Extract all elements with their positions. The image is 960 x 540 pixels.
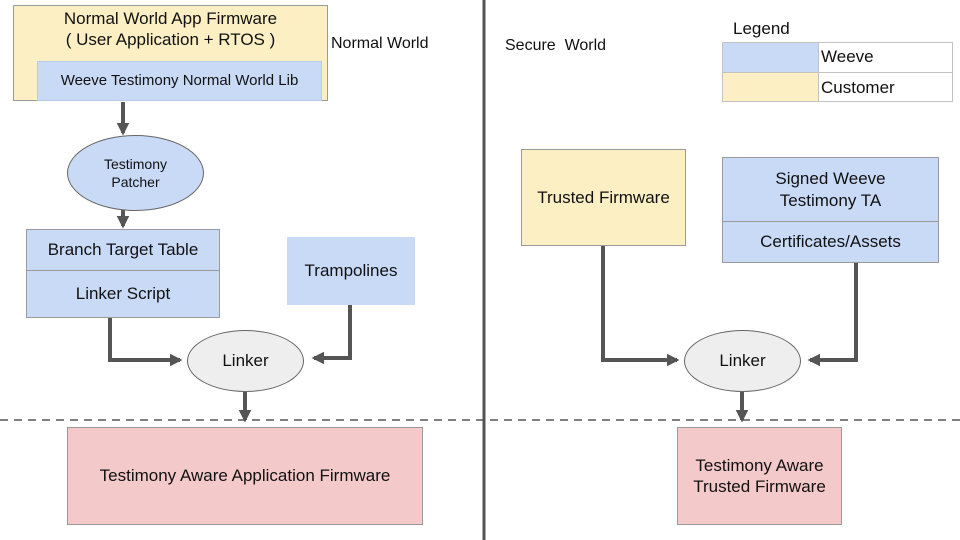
testimony-patcher-node: Testimony Patcher bbox=[67, 135, 204, 211]
arrow-trampolines-to-linker bbox=[311, 305, 352, 365]
legend-title: Legend bbox=[733, 19, 790, 38]
trusted-output-line1: Testimony Aware bbox=[695, 455, 824, 475]
linker-script-label: Linker Script bbox=[75, 284, 171, 304]
branch-target-table-label: Branch Target Table bbox=[47, 240, 199, 260]
app-output-firmware-box: Testimony Aware Application Firmware bbox=[67, 427, 423, 525]
secure-linker-node: Linker bbox=[684, 330, 801, 392]
legend-label-customer: Customer bbox=[821, 78, 895, 97]
app-firmware-subtitle: ( User Application + RTOS ) bbox=[65, 30, 276, 50]
normal-world-label: Normal World bbox=[331, 35, 429, 52]
trusted-output-line2: Trusted Firmware bbox=[693, 477, 826, 496]
app-firmware-title: Normal World App Firmware bbox=[63, 9, 278, 28]
signed-ta-box: Signed Weeve Testimony TA bbox=[722, 157, 939, 222]
secure-world-label: Secure World bbox=[505, 37, 607, 54]
trusted-firmware-box: Trusted Firmware bbox=[521, 149, 686, 246]
legend-label-weeve: Weeve bbox=[821, 47, 874, 66]
branch-target-table-box: Branch Target Table bbox=[26, 229, 220, 271]
normal-linker-label: Linker bbox=[222, 350, 269, 370]
normal-linker-node: Linker bbox=[187, 330, 304, 392]
legend-label-cell-weeve: Weeve bbox=[818, 42, 953, 73]
legend-label-cell-customer: Customer bbox=[818, 72, 953, 102]
signed-ta-line2: Testimony TA bbox=[779, 190, 882, 210]
arrow-ta-to-linker bbox=[807, 262, 858, 367]
patcher-label-line1: Testimony bbox=[103, 155, 168, 172]
trusted-firmware-label: Trusted Firmware bbox=[537, 187, 670, 207]
trusted-output-firmware-box: Testimony Aware Trusted Firmware bbox=[677, 427, 842, 525]
app-output-firmware-label: Testimony Aware Application Firmware bbox=[99, 466, 391, 486]
testimony-lib-box: Weeve Testimony Normal World Lib bbox=[37, 61, 322, 101]
signed-ta-line1: Signed Weeve bbox=[775, 169, 886, 189]
secure-linker-label: Linker bbox=[719, 350, 766, 370]
trampolines-box: Trampolines bbox=[287, 237, 415, 305]
legend-swatch-customer bbox=[722, 72, 819, 102]
legend-swatch-weeve bbox=[722, 42, 819, 73]
patcher-label-line2: Patcher bbox=[111, 174, 160, 190]
trampolines-label: Trampolines bbox=[304, 261, 398, 281]
certificates-label: Certificates/Assets bbox=[760, 232, 901, 252]
linker-script-box: Linker Script bbox=[26, 270, 220, 318]
arrow-script-to-linker bbox=[108, 318, 183, 367]
certificates-box: Certificates/Assets bbox=[722, 221, 939, 263]
testimony-lib-label: Weeve Testimony Normal World Lib bbox=[60, 71, 299, 89]
arrow-trusted-to-linker bbox=[601, 245, 680, 367]
